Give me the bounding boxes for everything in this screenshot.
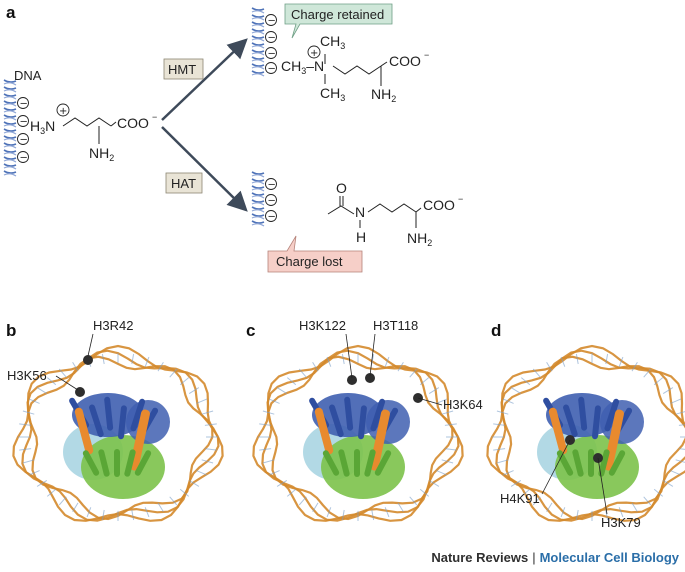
journal-credit: Nature Reviews|Molecular Cell Biology [431, 550, 679, 565]
methyl-ch3-bottom: CH3 [320, 85, 345, 103]
acetyl-h: H [356, 229, 366, 245]
hmt-label: HMT [168, 62, 196, 77]
charge-retained-callout: Charge retained [284, 3, 393, 39]
minus-sign: − [20, 117, 28, 128]
modified-residue-marker [347, 375, 357, 385]
lysine-coo-charge: − [152, 112, 157, 122]
dna-label: DNA [14, 68, 42, 83]
acetyl-n: N [355, 204, 365, 220]
minus-sign: − [20, 135, 28, 146]
lysine-coo: COO [117, 115, 149, 131]
dna-helix-bottom: − − − [251, 171, 277, 227]
negative-charge-icon [17, 97, 29, 109]
minus-sign: − [268, 49, 276, 60]
hat-label: HAT [171, 176, 196, 191]
modified-residue-marker [365, 373, 375, 383]
acetyl-lysine-structure: O N H COO − NH2 [327, 180, 463, 248]
hmt-arrow [161, 38, 248, 121]
panel-label-b: b [6, 321, 16, 340]
methyl-nh2: NH2 [371, 86, 396, 104]
hmt-box: HMT [163, 58, 204, 80]
panel-label-c: c [246, 321, 255, 340]
journal-section: Molecular Cell Biology [539, 550, 679, 565]
hat-box: HAT [165, 172, 203, 194]
minus-sign: − [268, 212, 276, 223]
negative-charge-icon [17, 115, 29, 127]
negative-charge-icon [17, 151, 29, 163]
nucleosome-c [252, 344, 464, 522]
charge-lost-callout: Charge lost [267, 235, 363, 273]
journal-name: Nature Reviews [431, 550, 529, 565]
plus-charge-icon [307, 45, 321, 59]
nucleosome-d [486, 344, 685, 522]
negative-charge-icon [265, 194, 277, 206]
plus-sign: + [310, 48, 318, 59]
label-h3k56: H3K56 [7, 368, 47, 383]
lysine-nh2: NH2 [89, 145, 114, 163]
modified-residue-marker [75, 387, 85, 397]
negative-charge-icon [17, 133, 29, 145]
lysine-structure: + H3N COO − NH2 [30, 103, 157, 163]
modified-residue-marker [83, 355, 93, 365]
minus-sign: − [268, 16, 276, 27]
plus-charge-icon [56, 103, 70, 117]
negative-charge-icon [265, 178, 277, 190]
methyl-coo: COO [389, 53, 421, 69]
methyl-lysine-structure: + CH3 CH3–N CH3 COO − NH2 [281, 33, 429, 104]
acetyl-o: O [336, 180, 347, 196]
negative-charge-icon [265, 62, 277, 74]
label-h3r42: H3R42 [93, 318, 133, 333]
methyl-ch3-left: CH3–N [281, 58, 324, 76]
minus-sign: − [20, 99, 28, 110]
label-h3k64: H3K64 [443, 397, 483, 412]
methyl-ch3-top: CH3 [320, 33, 345, 51]
label-h3k79: H3K79 [601, 515, 641, 530]
dna-helix-left: − − − − [3, 79, 29, 177]
minus-sign: − [268, 33, 276, 44]
label-h3t118: H3T118 [373, 318, 418, 333]
charge-lost-label: Charge lost [276, 254, 343, 269]
minus-sign: − [268, 180, 276, 191]
credit-separator: | [532, 550, 536, 565]
panel-label-d: d [491, 321, 501, 340]
acetyl-nh2: NH2 [407, 230, 432, 248]
methyl-coo-charge: − [424, 50, 429, 60]
minus-sign: − [268, 196, 276, 207]
lysine-h3n: H3N [30, 118, 55, 136]
minus-sign: − [20, 153, 28, 164]
acetyl-coo-charge: − [458, 194, 463, 204]
negative-charge-icon [265, 31, 277, 43]
charge-retained-label: Charge retained [291, 7, 384, 22]
label-h4k91: H4K91 [500, 491, 540, 506]
negative-charge-icon [265, 210, 277, 222]
label-h3k122: H3K122 [299, 318, 346, 333]
dna-helix-top: − − − − [251, 7, 277, 77]
plus-sign: + [59, 106, 67, 117]
panel-label-a: a [6, 3, 16, 22]
hat-arrow [161, 126, 248, 212]
minus-sign: − [268, 64, 276, 75]
negative-charge-icon [265, 14, 277, 26]
acetyl-coo: COO [423, 197, 455, 213]
negative-charge-icon [265, 47, 277, 59]
